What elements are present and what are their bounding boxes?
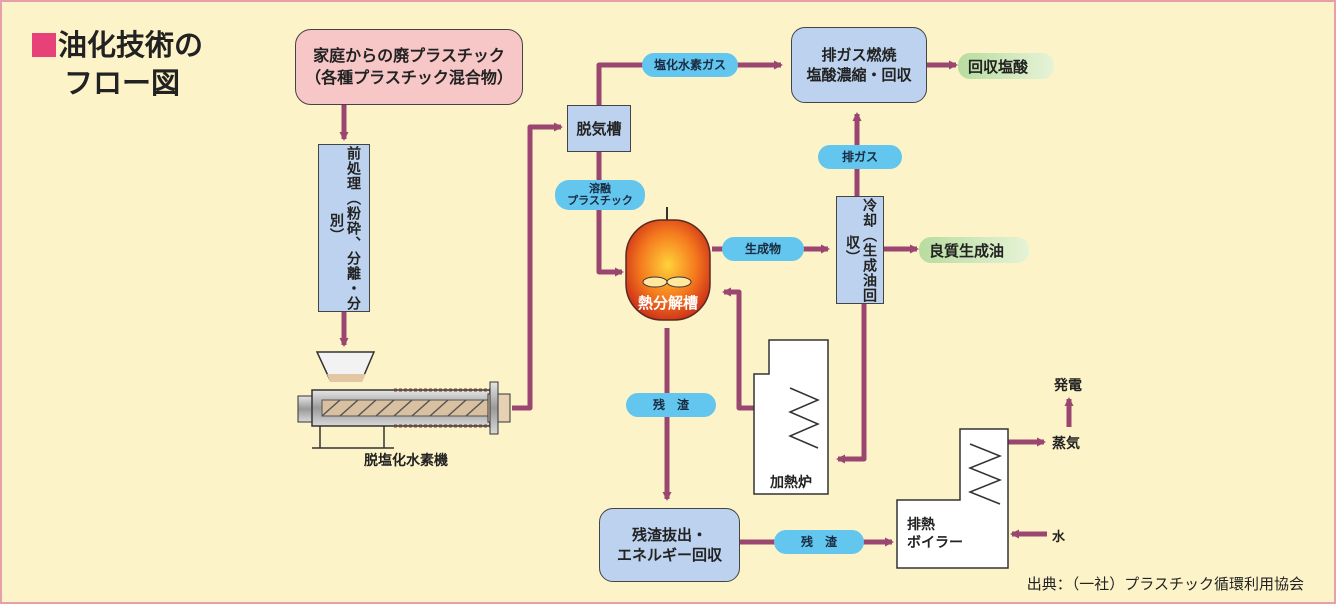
node-cooling: 冷却（生成油回収） [836, 196, 884, 304]
node-exhaust-combustion: 排ガス燃焼 塩酸濃縮・回収 [791, 27, 927, 103]
node-dehydrochlorinator: 脱塩化水素機 [364, 453, 448, 469]
boiler-output-steam: 蒸気 [1052, 436, 1080, 452]
output-quality-oil: 良質生成油 [919, 237, 1029, 263]
output-recovered-hcl: 回収塩酸 [958, 53, 1054, 79]
flow-label-product: 生成物 [722, 237, 804, 261]
flow-label-residue-1: 残 渣 [626, 393, 716, 417]
source-credit: 出典：（一社）プラスチック循環利用協会 [1026, 575, 1304, 593]
pyrolysis-tank-vessel [625, 207, 711, 321]
dehydrochlorinator-machine [297, 351, 511, 449]
node-degassing-tank: 脱気槽 [567, 105, 631, 152]
diagram-title: 油化技術の フロー図 [32, 26, 203, 102]
arrow-degassing-to-pyrolysis [596, 152, 624, 277]
flow-label-hcl-gas: 塩化水素ガス [642, 53, 738, 77]
title-line-1: 油化技術の [58, 28, 204, 62]
arrow-furnace-to-pyrolysis [722, 287, 754, 411]
boiler-output-power: 発電 [1054, 378, 1082, 394]
node-waste-heat-boiler: 排熱 ボイラー [907, 517, 963, 551]
title-line-2: フロー図 [64, 66, 181, 100]
boiler-input-water: 水 [1052, 530, 1066, 545]
node-heating-furnace: 加熱炉 [770, 475, 812, 491]
arrow-machine-to-degassing [512, 122, 563, 411]
node-household-waste: 家庭からの廃プラスチック （各種プラスチック混合物） [295, 29, 523, 105]
arrow-cooling-to-furnace [836, 304, 867, 464]
node-residue-extraction: 残渣抜出・ エネルギー回収 [599, 508, 740, 582]
heating-furnace-unit [753, 339, 829, 495]
flow-label-molten-plastic: 溶融 プラスチック [555, 180, 645, 210]
flow-label-exhaust-gas: 排ガス [818, 145, 902, 169]
flow-label-residue-2: 残 渣 [774, 530, 864, 554]
node-pyrolysis-tank: 熱分解槽 [637, 293, 698, 312]
waste-heat-boiler-unit [896, 428, 1009, 569]
node-pretreatment: 前処理（粉砕、分離・分別） [318, 144, 370, 312]
title-square-icon [32, 33, 56, 57]
